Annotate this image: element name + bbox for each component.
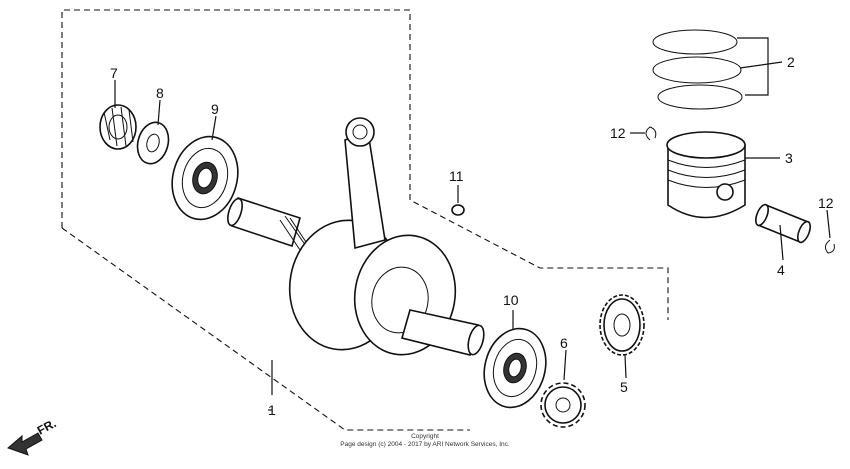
callout-11: 11 <box>449 168 464 184</box>
circlip-left <box>645 126 657 141</box>
crankshaft <box>227 117 485 356</box>
copyright-line-1: Copyright <box>411 433 439 440</box>
callout-2: 2 <box>787 54 795 70</box>
callout-4: 4 <box>777 262 785 278</box>
cam-chain-sprocket <box>540 382 586 428</box>
knock-pin <box>451 204 465 216</box>
copyright-line-2: Page design (c) 2004 - 2017 by ARI Netwo… <box>340 441 510 448</box>
callout-7: 7 <box>110 65 118 81</box>
piston-pin <box>754 203 812 244</box>
front-direction-arrow-icon <box>7 432 43 456</box>
callout-12-right: 12 <box>818 195 834 211</box>
callout-3: 3 <box>785 150 793 166</box>
assembly-outline-bottom <box>61 227 470 431</box>
callout-10: 10 <box>503 292 519 308</box>
callout-1: 1 <box>268 402 276 418</box>
needle-bearing <box>99 104 137 150</box>
assembly-outline <box>61 9 669 320</box>
ball-bearing-right <box>483 327 547 409</box>
circlip-right <box>824 239 835 254</box>
callout-9: 9 <box>211 101 219 117</box>
callout-12-left: 12 <box>610 125 626 141</box>
piston-rings <box>652 29 743 110</box>
primary-drive-gear <box>599 294 645 356</box>
callout-5: 5 <box>620 379 628 395</box>
callout-8: 8 <box>156 85 164 101</box>
piston <box>666 131 746 219</box>
ball-bearing-left <box>171 135 239 221</box>
callout-6: 6 <box>560 335 568 351</box>
thrust-washer <box>136 121 170 165</box>
